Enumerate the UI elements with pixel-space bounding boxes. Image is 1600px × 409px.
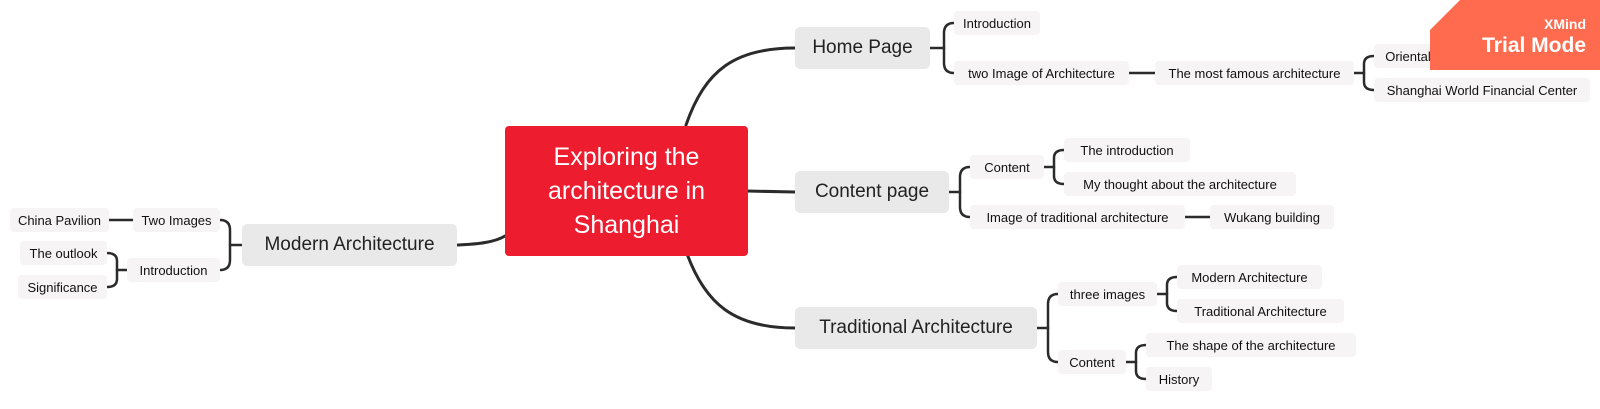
subtopic-label: The most famous architecture bbox=[1168, 65, 1341, 81]
subtopic-label: Modern Architecture bbox=[1191, 269, 1308, 285]
subtopic-label: My thought about the architecture bbox=[1083, 176, 1277, 192]
subtopic-content[interactable]: Content bbox=[970, 155, 1044, 179]
subtopic-traditional-image[interactable]: Image of traditional architecture bbox=[970, 205, 1185, 229]
subtopic-label: two Image of Architecture bbox=[968, 65, 1115, 81]
subtopic-outlook[interactable]: The outlook bbox=[20, 241, 107, 265]
central-topic[interactable]: Exploring the architecture in Shanghai bbox=[505, 126, 748, 256]
subtopic-content[interactable]: Content bbox=[1058, 350, 1126, 374]
topic-home-page-label: Home Page bbox=[812, 37, 913, 58]
trial-mode-badge[interactable]: XMind Trial Mode bbox=[1430, 0, 1600, 70]
subtopic-label: Wukang building bbox=[1224, 209, 1320, 225]
subtopic-label: The outlook bbox=[29, 245, 98, 261]
subtopic-label: Traditional Architecture bbox=[1194, 303, 1327, 319]
subtopic-label: Shanghai World Financial Center bbox=[1386, 82, 1578, 98]
subtopic-three-images[interactable]: three images bbox=[1058, 282, 1157, 306]
topic-modern-architecture-label: Modern Architecture bbox=[264, 234, 435, 255]
subtopic-wukang-building[interactable]: Wukang building bbox=[1210, 205, 1334, 229]
topic-content-page[interactable]: Content page bbox=[795, 171, 949, 213]
subtopic-shape[interactable]: The shape of the architecture bbox=[1146, 333, 1356, 357]
subtopic-label: Content bbox=[1069, 354, 1115, 370]
subtopic-modern-architecture[interactable]: Modern Architecture bbox=[1177, 265, 1322, 289]
subtopic-label: three images bbox=[1069, 286, 1146, 302]
topic-home-page[interactable]: Home Page bbox=[795, 27, 930, 69]
subtopic-label: Content bbox=[984, 159, 1030, 175]
subtopic-my-thought[interactable]: My thought about the architecture bbox=[1064, 172, 1296, 196]
subtopic-label: Introduction bbox=[139, 262, 208, 278]
subtopic-label: The shape of the architecture bbox=[1166, 337, 1336, 353]
topic-modern-architecture[interactable]: Modern Architecture bbox=[242, 224, 457, 266]
subtopic-label: Significance bbox=[27, 279, 98, 295]
subtopic-significance[interactable]: Significance bbox=[18, 275, 107, 299]
watermark-brand: XMind bbox=[1544, 16, 1586, 32]
subtopic-introduction[interactable]: Introduction bbox=[127, 258, 220, 282]
subtopic-home-introduction[interactable]: Introduction bbox=[954, 11, 1040, 35]
central-topic-label: Exploring the architecture in Shanghai bbox=[547, 143, 706, 239]
subtopic-label: History bbox=[1158, 371, 1200, 387]
topic-content-page-label: Content page bbox=[814, 181, 930, 202]
subtopic-label: China Pavilion bbox=[17, 212, 102, 228]
subtopic-label: Introduction bbox=[963, 15, 1031, 31]
subtopic-label: The introduction bbox=[1080, 142, 1174, 158]
subtopic-label: Image of traditional architecture bbox=[986, 209, 1169, 225]
topic-traditional-architecture-label: Traditional Architecture bbox=[819, 317, 1013, 338]
subtopic-home-two-images[interactable]: two Image of Architecture bbox=[954, 61, 1129, 85]
subtopic-two-images[interactable]: Two Images bbox=[133, 208, 220, 232]
subtopic-label: Two Images bbox=[141, 212, 212, 228]
topic-traditional-architecture[interactable]: Traditional Architecture bbox=[795, 307, 1037, 349]
subtopic-home-famous-architecture[interactable]: The most famous architecture bbox=[1155, 61, 1354, 85]
subtopic-traditional-architecture[interactable]: Traditional Architecture bbox=[1177, 299, 1344, 323]
subtopic-history[interactable]: History bbox=[1146, 367, 1212, 391]
subtopic-china-pavilion[interactable]: China Pavilion bbox=[10, 208, 109, 232]
subtopic-shanghai-wfc[interactable]: Shanghai World Financial Center bbox=[1374, 78, 1590, 102]
watermark-mode: Trial Mode bbox=[1482, 34, 1586, 57]
subtopic-the-introduction[interactable]: The introduction bbox=[1064, 138, 1190, 162]
